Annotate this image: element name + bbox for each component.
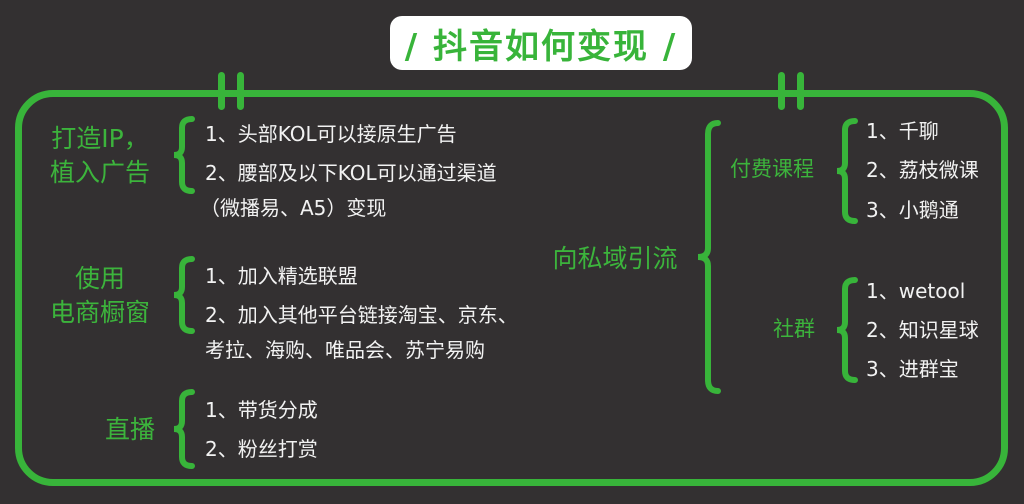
subgroup-label-paid-courses: 付费课程 xyxy=(730,157,814,181)
list-item: 2、知识星球 xyxy=(866,318,979,342)
brace-icon xyxy=(697,120,721,394)
group-label-ecommerce: 使用 电商橱窗 xyxy=(35,262,165,330)
brace-icon xyxy=(836,118,858,224)
list-item: 1、带货分成 xyxy=(205,398,318,422)
hanger-right-2 xyxy=(797,72,804,110)
list-item: 1、加入精选联盟 xyxy=(205,264,358,288)
label-line: 植入广告 xyxy=(49,158,150,187)
list-item: 2、荔枝微课 xyxy=(866,158,979,182)
label-line: 直播 xyxy=(104,415,155,444)
list-item: 1、千聊 xyxy=(866,119,939,143)
list-item: 1、wetool xyxy=(866,279,966,303)
brace-icon xyxy=(173,256,195,334)
hanger-left-1 xyxy=(218,72,225,110)
hanger-left-2 xyxy=(237,72,244,110)
diagram-frame xyxy=(15,90,1008,486)
list-item: 2、加入其他平台链接淘宝、京东、 xyxy=(205,303,518,327)
page-title: / 抖音如何变现 / xyxy=(390,16,692,70)
brace-icon xyxy=(836,277,858,383)
list-item: 考拉、海购、唯品会、苏宁易购 xyxy=(205,338,485,362)
list-item: 3、小鹅通 xyxy=(866,198,959,222)
list-item: 3、进群宝 xyxy=(866,357,959,381)
subgroup-label-community: 社群 xyxy=(773,317,815,341)
label-line: 电商橱窗 xyxy=(49,298,150,327)
hanger-right-1 xyxy=(778,72,785,110)
list-item: 2、粉丝打赏 xyxy=(205,437,318,461)
group-label-live: 直播 xyxy=(95,413,165,447)
label-line: 使用 xyxy=(74,264,125,293)
group-label-ip-ads: 打造IP， 植入广告 xyxy=(35,122,165,190)
label-line: 打造IP， xyxy=(51,124,149,153)
list-item: （微播易、A5）变现 xyxy=(200,196,387,220)
list-item: 1、头部KOL可以接原生广告 xyxy=(205,122,457,146)
label-line: 向私域引流 xyxy=(552,244,678,273)
brace-icon xyxy=(173,389,195,469)
brace-icon xyxy=(173,116,195,194)
list-item: 2、腰部及以下KOL可以通过渠道 xyxy=(205,161,497,185)
group-label-private-traffic: 向私域引流 xyxy=(540,242,690,276)
